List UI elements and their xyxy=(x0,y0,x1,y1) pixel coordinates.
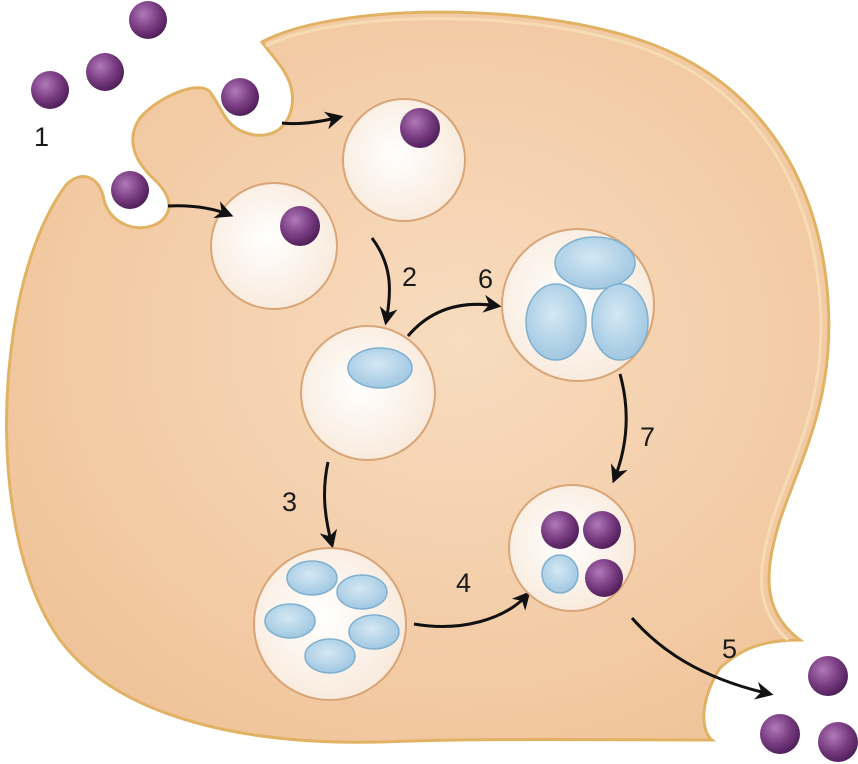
step-label-1: 1 xyxy=(34,122,49,152)
granule xyxy=(591,283,649,361)
particle xyxy=(111,171,149,209)
granule xyxy=(348,614,400,650)
arrow-step-5 xyxy=(630,617,774,700)
particle xyxy=(541,511,579,549)
step-label-7: 7 xyxy=(640,422,655,452)
early-endosome xyxy=(300,325,436,461)
cell-membrane-inner xyxy=(265,17,823,642)
arrow-step-7 xyxy=(610,373,628,484)
storage-vesicle-three-granules xyxy=(501,228,655,382)
granule xyxy=(541,554,579,594)
step-label-2: 2 xyxy=(402,262,417,292)
granule xyxy=(304,638,356,674)
arrow-step-4 xyxy=(413,591,531,628)
step-label-4: 4 xyxy=(456,568,471,598)
arrow-step-6 xyxy=(406,294,502,337)
granule xyxy=(525,283,587,361)
arrow-invagination-to-lower-vesicle xyxy=(167,201,234,219)
particle xyxy=(400,108,440,148)
multivesicular-body xyxy=(253,547,407,701)
particle xyxy=(760,714,800,754)
extracellular-particles xyxy=(31,1,259,209)
granule xyxy=(264,603,316,639)
endocytic-vesicle-lower xyxy=(210,182,338,310)
particle xyxy=(583,511,621,549)
step-label-3: 3 xyxy=(282,487,297,517)
endocytic-vesicle-upper xyxy=(342,98,466,222)
granule xyxy=(347,347,413,389)
granule xyxy=(336,574,388,610)
particle xyxy=(86,53,124,91)
particle xyxy=(280,206,320,246)
particle xyxy=(221,78,259,116)
granule xyxy=(286,560,338,596)
secretory-vesicle xyxy=(508,484,636,612)
particle xyxy=(585,559,623,597)
arrow-step-2 xyxy=(370,237,398,326)
particle xyxy=(808,656,848,696)
arrow-invagination-to-upper-vesicle xyxy=(281,111,344,130)
released-particles xyxy=(760,656,858,762)
particle xyxy=(129,1,167,39)
particle xyxy=(31,71,69,109)
step-label-5: 5 xyxy=(722,634,737,664)
step-label-6: 6 xyxy=(478,264,493,294)
particle xyxy=(818,722,858,762)
arrow-step-3 xyxy=(319,461,337,549)
granule xyxy=(554,236,636,290)
